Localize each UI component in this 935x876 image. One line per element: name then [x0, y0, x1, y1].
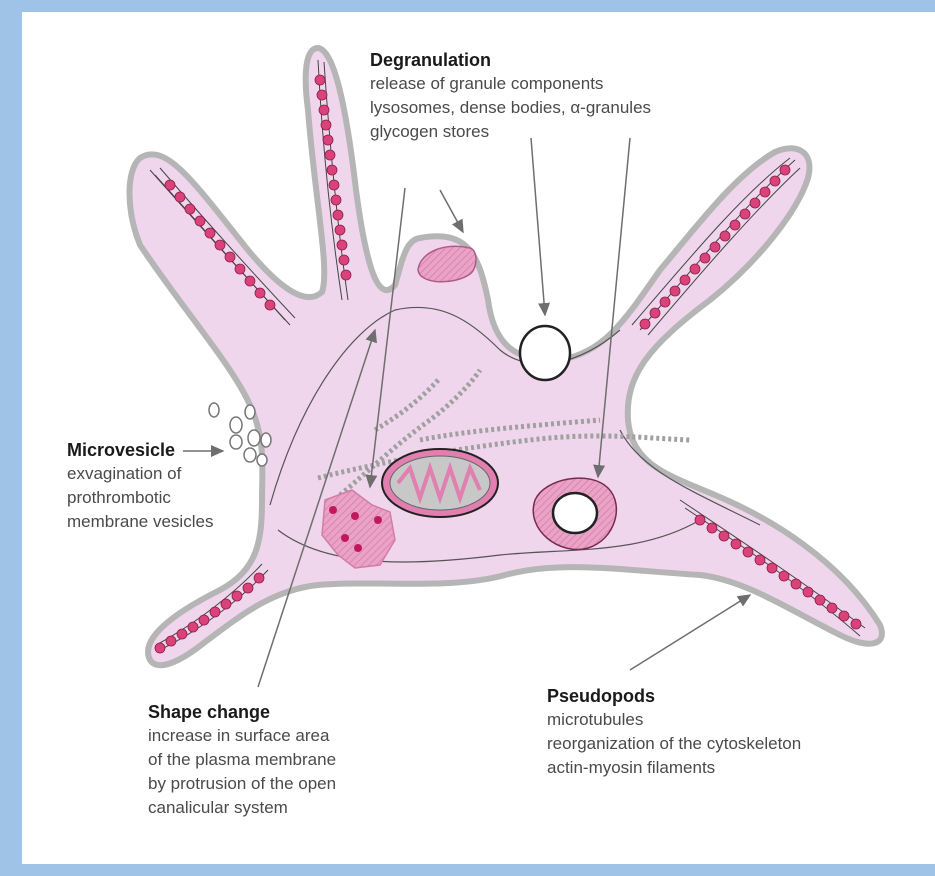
- pseudopods-title: Pseudopods: [547, 684, 801, 708]
- mitochondrion: [382, 449, 498, 517]
- shape-change-title: Shape change: [148, 700, 336, 724]
- arrow-degranulation-1: [440, 190, 463, 232]
- microvesicle-title: Microvesicle: [67, 438, 213, 462]
- degranulation-line-1: release of granule components: [370, 72, 651, 96]
- vacuole-upper: [520, 326, 570, 380]
- degranulation-line-3: glycogen stores: [370, 120, 651, 144]
- label-pseudopods: Pseudopods microtubules reorganization o…: [547, 684, 801, 780]
- degranulation-line-2: lysosomes, dense bodies, α-granules: [370, 96, 651, 120]
- label-shape-change: Shape change increase in surface area of…: [148, 700, 336, 820]
- microvesicle-line-1: exvagination of: [67, 462, 213, 486]
- pseudopods-line-2: reorganization of the cytoskeleton: [547, 732, 801, 756]
- arrow-degranulation-2: [531, 138, 545, 315]
- label-degranulation: Degranulation release of granule compone…: [370, 48, 651, 144]
- pseudopods-line-1: microtubules: [547, 708, 801, 732]
- arrow-pseudopods: [630, 595, 750, 670]
- microvesicle-line-3: membrane vesicles: [67, 510, 213, 534]
- shape-change-line-2: of the plasma membrane: [148, 748, 336, 772]
- shape-change-line-3: by protrusion of the open: [148, 772, 336, 796]
- degranulation-title: Degranulation: [370, 48, 651, 72]
- pseudopods-line-3: actin-myosin filaments: [547, 756, 801, 780]
- label-microvesicle: Microvesicle exvagination of prothrombot…: [67, 438, 213, 534]
- shape-change-line-1: increase in surface area: [148, 724, 336, 748]
- shape-change-line-4: canalicular system: [148, 796, 336, 820]
- microvesicle-line-2: prothrombotic: [67, 486, 213, 510]
